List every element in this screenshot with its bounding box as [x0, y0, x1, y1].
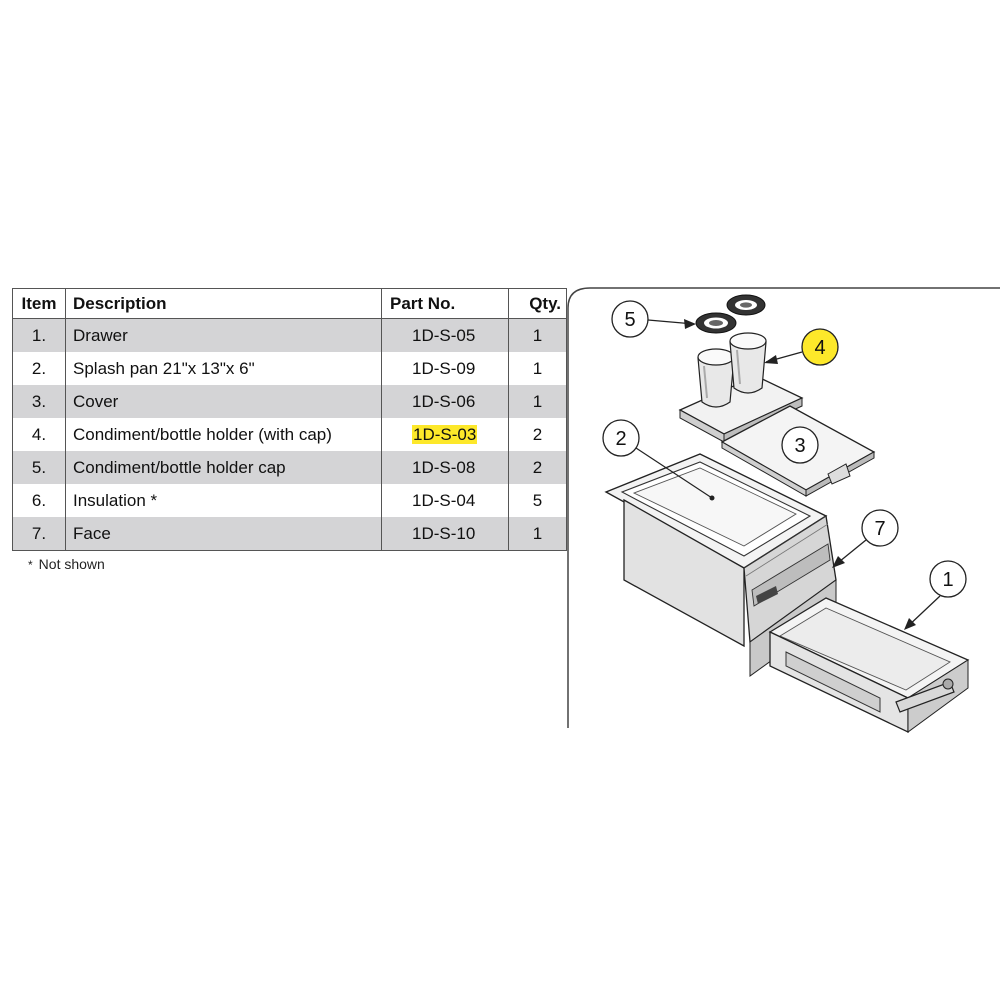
- callout-1: 1: [904, 560, 967, 630]
- header-part-no: Part No.: [381, 288, 509, 319]
- header-qty: Qty.: [508, 288, 567, 319]
- row-description: Condiment/bottle holder (with cap): [65, 418, 382, 451]
- row-item: 6.: [12, 484, 66, 517]
- footnote-text: Not shown: [38, 556, 105, 572]
- row-part-no: 1D-S-10: [381, 517, 509, 551]
- table-row: 6. Insulation * 1D-S-04 5: [12, 484, 567, 517]
- header-item: Item: [12, 288, 66, 319]
- row-part-no: 1D-S-04: [381, 484, 509, 517]
- row-description: Condiment/bottle holder cap: [65, 451, 382, 484]
- row-qty: 1: [508, 517, 567, 551]
- row-description: Face: [65, 517, 382, 551]
- row-description: Cover: [65, 385, 382, 418]
- row-qty: 2: [508, 418, 567, 451]
- row-part-no: 1D-S-05: [381, 318, 509, 352]
- row-description: Drawer: [65, 318, 382, 352]
- holder-caps-drawing: [695, 294, 766, 334]
- row-part-no-highlighted: 1D-S-03: [381, 418, 509, 451]
- callout-2: 2: [602, 419, 715, 501]
- callout-3-label: 3: [794, 435, 805, 457]
- callout-7-label: 7: [874, 518, 885, 540]
- table-header-row: Item Description Part No. Qty.: [12, 288, 567, 319]
- parts-table: Item Description Part No. Qty. 1. Drawer…: [12, 288, 567, 551]
- row-item: 4.: [12, 418, 66, 451]
- row-part-no: 1D-S-09: [381, 352, 509, 385]
- callout-1-label: 1: [942, 569, 953, 591]
- table-row: 5. Condiment/bottle holder cap 1D-S-08 2: [12, 451, 567, 484]
- cabinet-drawing: [604, 453, 837, 677]
- part-no-highlight: 1D-S-03: [412, 424, 478, 444]
- callout-4-label: 4: [814, 337, 825, 359]
- table-row: 7. Face 1D-S-10 1: [12, 517, 567, 551]
- row-qty: 2: [508, 451, 567, 484]
- callout-3: 3: [781, 426, 819, 464]
- table-row: 3. Cover 1D-S-06 1: [12, 385, 567, 418]
- header-description: Description: [65, 288, 382, 319]
- table-row-highlighted: 4. Condiment/bottle holder (with cap) 1D…: [12, 418, 567, 451]
- row-qty: 1: [508, 352, 567, 385]
- row-qty: 1: [508, 318, 567, 352]
- footnote-symbol: *: [28, 558, 33, 572]
- condiment-holders-drawing: [678, 332, 804, 443]
- row-item: 2.: [12, 352, 66, 385]
- row-part-no: 1D-S-06: [381, 385, 509, 418]
- callout-4: 4: [764, 328, 839, 366]
- callout-5-label: 5: [624, 309, 635, 331]
- callout-7: 7: [832, 509, 899, 568]
- row-qty: 1: [508, 385, 567, 418]
- row-qty: 5: [508, 484, 567, 517]
- drawer-drawing: [768, 597, 970, 734]
- row-description: Insulation *: [65, 484, 382, 517]
- row-item: 7.: [12, 517, 66, 551]
- row-item: 1.: [12, 318, 66, 352]
- row-part-no: 1D-S-08: [381, 451, 509, 484]
- row-item: 3.: [12, 385, 66, 418]
- row-item: 5.: [12, 451, 66, 484]
- callout-5: 5: [611, 300, 696, 338]
- table-row: 1. Drawer 1D-S-05 1: [12, 318, 567, 352]
- table-row: 2. Splash pan 21"x 13"x 6" 1D-S-09 1: [12, 352, 567, 385]
- callout-2-label: 2: [615, 428, 626, 450]
- diagram-frame: [567, 287, 1000, 728]
- cover-drawing: [720, 405, 876, 497]
- footnote: * Not shown: [28, 556, 105, 572]
- row-description: Splash pan 21"x 13"x 6": [65, 352, 382, 385]
